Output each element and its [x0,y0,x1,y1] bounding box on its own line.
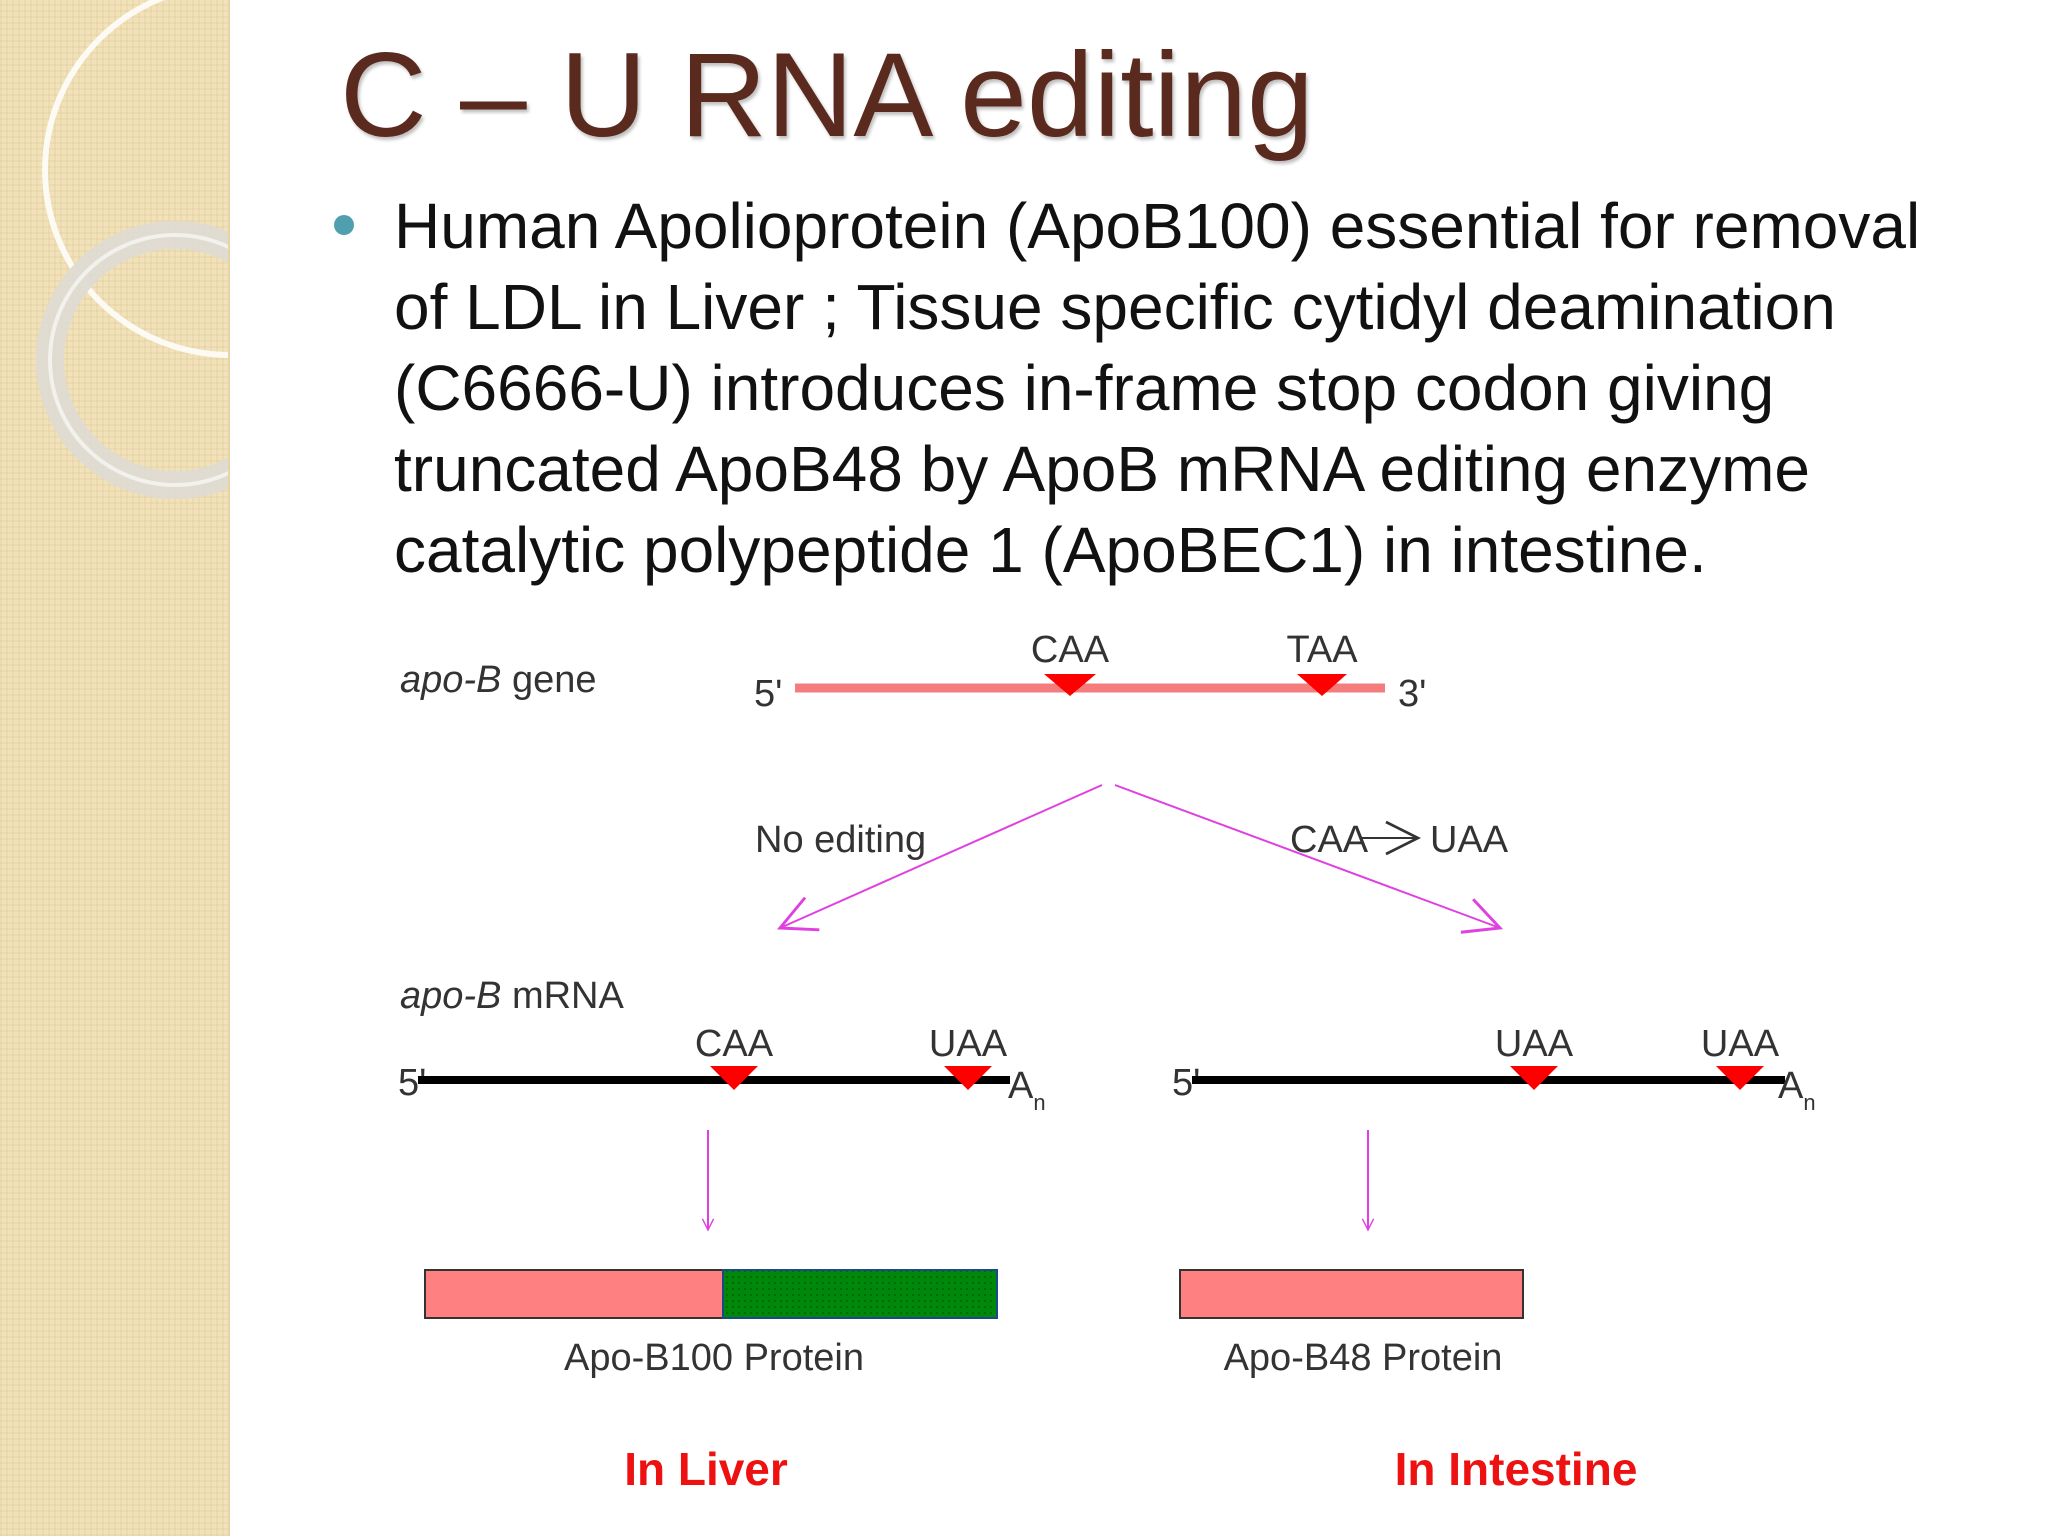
mrna-right-codon-uaa-edited: UAA [1495,1023,1574,1065]
mrna-left-codon-uaa: UAA [929,1023,1008,1065]
gene-codon-caa: CAA [1031,629,1110,671]
gene-codon-taa: TAA [1286,629,1358,671]
edit-from-label: CAA [1290,819,1369,861]
mrna-right-codon-2-marker [1716,1066,1764,1090]
mrna-left-codon-caa-marker [710,1066,758,1090]
bullet-icon [334,215,354,235]
rna-editing-diagram: apo-B gene 5' 3' CAA TAA No editing CAA … [398,629,1816,1495]
ring-large [42,0,228,358]
apob100-protein-n-terminal [424,1269,724,1319]
mrna-left-polya-tail: An [1008,1065,1046,1115]
slide-title: C – U RNA editing [340,28,1314,162]
tissue-label-liver: In Liver [624,1443,788,1495]
gene-label: apo-B gene [400,659,597,701]
decorative-rings [36,0,228,499]
bullet-text: Human Apolioprotein (ApoB100) essential … [394,190,1921,586]
edit-to-label: UAA [1430,819,1509,861]
branch-arrow-editing [1114,784,1504,934]
mrna-right-polya-tail: An [1778,1065,1816,1115]
tissue-label-intestine: In Intestine [1395,1443,1638,1495]
ring-medium-highlight [48,233,228,487]
side-panel [0,0,230,1536]
gene-three-prime: 3' [1398,673,1426,715]
mrna-left-codon-uaa-marker [944,1066,992,1090]
mrna-right-codon-1-marker [1510,1066,1558,1090]
gene-codon-caa-marker [1044,674,1096,696]
apob100-protein-c-terminal [722,1269,998,1319]
apob48-protein [1179,1269,1524,1319]
mrna-right-codon-uaa: UAA [1701,1023,1780,1065]
ring-medium [36,221,228,499]
gene-codon-taa-marker [1297,674,1347,696]
branch-arrow-no-editing [777,784,1103,932]
no-editing-label: No editing [755,819,926,861]
apob48-protein-label: Apo-B48 Protein [1224,1337,1503,1379]
mrna-left-codon-caa: CAA [695,1023,774,1065]
gene-five-prime: 5' [754,673,782,715]
apob100-protein-label: Apo-B100 Protein [564,1337,864,1379]
mrna-label: apo-B mRNA [400,975,625,1017]
